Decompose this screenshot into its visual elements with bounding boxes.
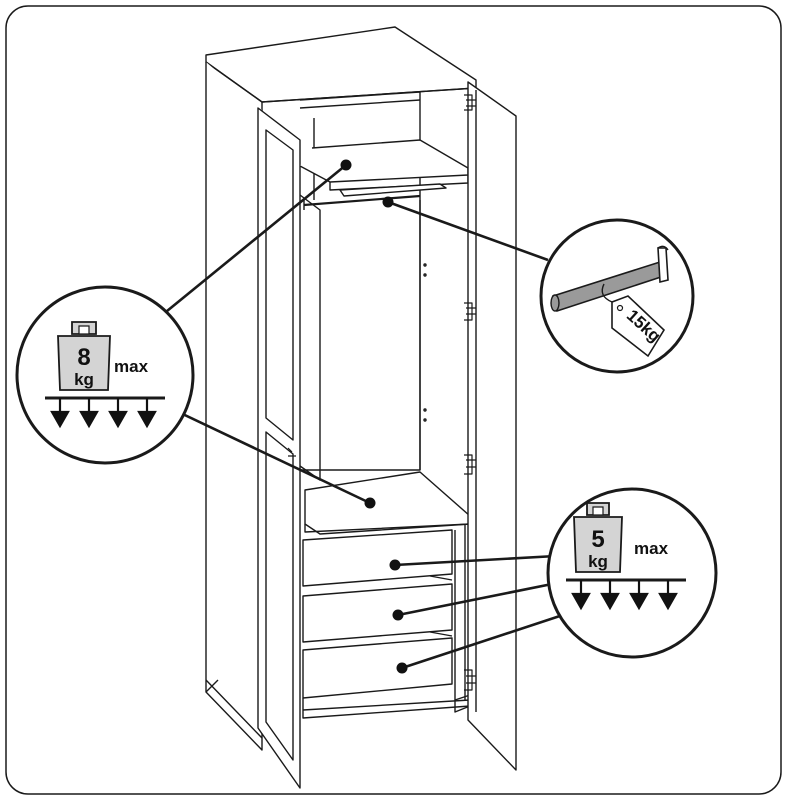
shelf-weight-value: 8 (77, 344, 90, 371)
callout-shelf-load: 8 kg max (15, 285, 195, 465)
drawer-weight-unit: kg (588, 552, 608, 571)
leader-drawer-1 (394, 554, 557, 567)
drawer-weight-value: 5 (591, 526, 604, 553)
hanging-rail-icon (550, 245, 669, 313)
weight-icon: 8 kg (57, 321, 111, 391)
leader-rail (387, 200, 549, 262)
shelf-weight-unit: kg (74, 370, 94, 389)
callout-drawer-load: 5 kg max (546, 487, 718, 659)
leader-dots (340, 159, 408, 674)
wardrobe-illustration (205, 26, 517, 789)
leader-upper-shelf (155, 163, 347, 322)
shelf-max-label: max (114, 357, 149, 376)
down-arrow-icon (571, 580, 678, 611)
leader-drawer-3 (401, 610, 573, 670)
down-arrow-icon (50, 398, 157, 429)
weight-icon: 5 kg (573, 502, 623, 573)
leader-drawer-2 (397, 580, 563, 617)
drawer-max-label: max (634, 539, 669, 558)
leader-lower-shelf (169, 406, 371, 505)
callout-rail-load: 15kg (539, 218, 695, 374)
leader-lines (155, 163, 573, 670)
